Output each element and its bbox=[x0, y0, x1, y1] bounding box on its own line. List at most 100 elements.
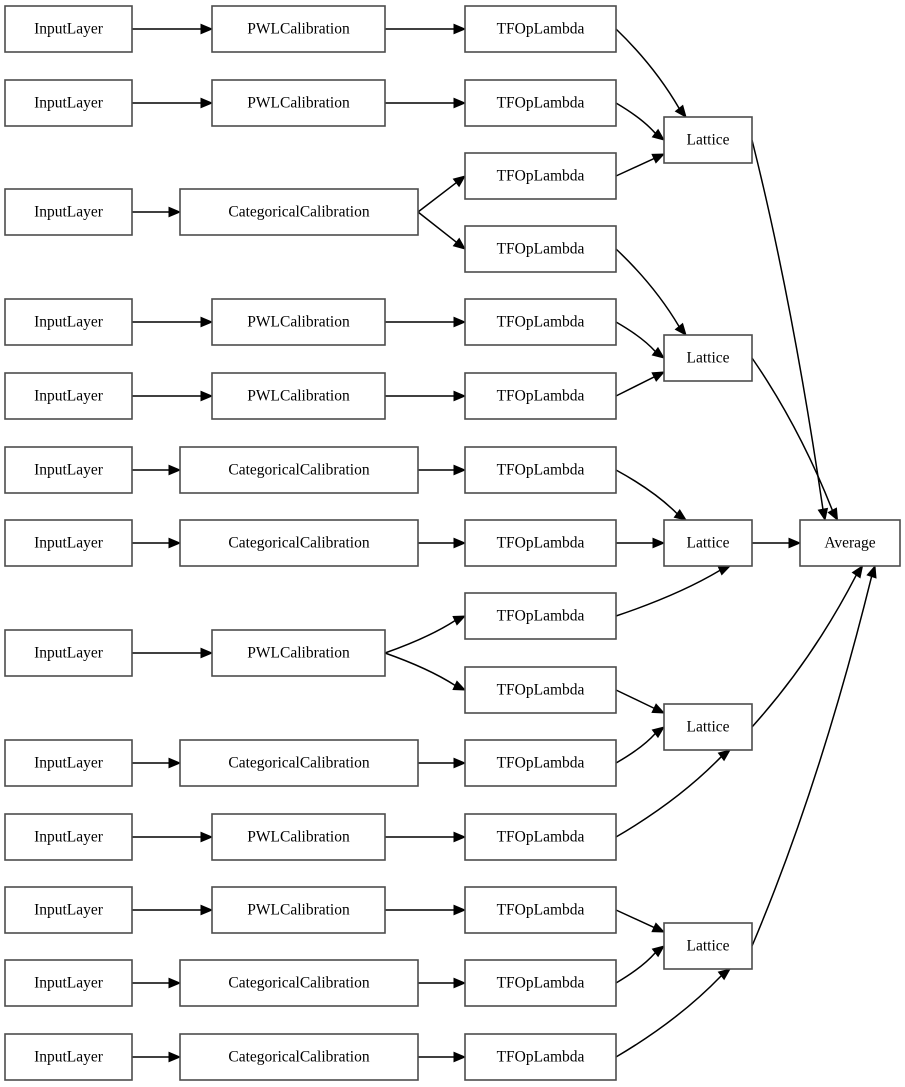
arrowhead-icon bbox=[827, 507, 839, 522]
arrowhead-icon bbox=[453, 390, 467, 402]
node-inputlayer[interactable]: InputLayer bbox=[4, 446, 133, 494]
edges-layer bbox=[132, 23, 877, 1063]
arrowhead-icon bbox=[452, 615, 467, 626]
arrowhead-icon bbox=[673, 508, 688, 521]
node-label: PWLCalibration bbox=[247, 21, 350, 38]
node-average[interactable]: Average bbox=[799, 519, 901, 567]
node-box bbox=[4, 813, 133, 861]
node-box bbox=[4, 446, 133, 494]
node-label: InputLayer bbox=[34, 1049, 104, 1066]
node-label: TFOpLambda bbox=[497, 1049, 585, 1066]
node-label: PWLCalibration bbox=[247, 314, 350, 331]
node-pwlcalibration[interactable]: PWLCalibration bbox=[211, 372, 386, 420]
node-tfoplambda[interactable]: TFOpLambda bbox=[464, 152, 617, 200]
node-categoricalcalibration[interactable]: CategoricalCalibration bbox=[179, 519, 419, 567]
node-inputlayer[interactable]: InputLayer bbox=[4, 629, 133, 677]
node-tfoplambda[interactable]: TFOpLambda bbox=[464, 1033, 617, 1081]
node-tfoplambda[interactable]: TFOpLambda bbox=[464, 739, 617, 787]
node-pwlcalibration[interactable]: PWLCalibration bbox=[211, 813, 386, 861]
node-box bbox=[4, 739, 133, 787]
node-lattice[interactable]: Lattice bbox=[663, 922, 753, 970]
node-tfoplambda[interactable]: TFOpLambda bbox=[464, 592, 617, 640]
edge-categoricalcalibration-to-tfoplambda bbox=[417, 182, 457, 213]
node-categoricalcalibration[interactable]: CategoricalCalibration bbox=[179, 1033, 419, 1081]
node-lattice[interactable]: Lattice bbox=[663, 703, 753, 751]
node-categoricalcalibration[interactable]: CategoricalCalibration bbox=[179, 739, 419, 787]
arrowhead-icon bbox=[200, 97, 214, 109]
node-box bbox=[4, 372, 133, 420]
arrowhead-icon bbox=[453, 977, 467, 989]
node-inputlayer[interactable]: InputLayer bbox=[4, 79, 133, 127]
node-label: CategoricalCalibration bbox=[228, 975, 369, 992]
edge-tfoplambda-to-lattice bbox=[615, 569, 721, 617]
node-tfoplambda[interactable]: TFOpLambda bbox=[464, 959, 617, 1007]
node-tfoplambda[interactable]: TFOpLambda bbox=[464, 813, 617, 861]
node-tfoplambda[interactable]: TFOpLambda bbox=[464, 519, 617, 567]
node-inputlayer[interactable]: InputLayer bbox=[4, 372, 133, 420]
node-lattice[interactable]: Lattice bbox=[663, 116, 753, 164]
node-box bbox=[179, 739, 419, 787]
arrowhead-icon bbox=[674, 104, 687, 119]
node-label: InputLayer bbox=[34, 95, 104, 112]
node-categoricalcalibration[interactable]: CategoricalCalibration bbox=[179, 446, 419, 494]
node-label: TFOpLambda bbox=[497, 535, 585, 552]
node-label: CategoricalCalibration bbox=[228, 1049, 369, 1066]
node-label: Lattice bbox=[686, 535, 729, 552]
node-inputlayer[interactable]: InputLayer bbox=[4, 886, 133, 934]
node-lattice[interactable]: Lattice bbox=[663, 519, 753, 567]
node-label: Lattice bbox=[686, 132, 729, 149]
arrowhead-icon bbox=[200, 904, 214, 916]
node-box bbox=[179, 446, 419, 494]
arrowhead-icon bbox=[651, 128, 666, 141]
node-label: InputLayer bbox=[34, 535, 104, 552]
arrowhead-icon bbox=[651, 726, 666, 739]
node-inputlayer[interactable]: InputLayer bbox=[4, 298, 133, 346]
node-label: CategoricalCalibration bbox=[228, 462, 369, 479]
node-label: TFOpLambda bbox=[497, 755, 585, 772]
node-inputlayer[interactable]: InputLayer bbox=[4, 1033, 133, 1081]
node-box bbox=[663, 703, 753, 751]
node-box bbox=[211, 372, 386, 420]
arrowhead-icon bbox=[168, 206, 182, 218]
node-inputlayer[interactable]: InputLayer bbox=[4, 959, 133, 1007]
node-tfoplambda[interactable]: TFOpLambda bbox=[464, 446, 617, 494]
node-tfoplambda[interactable]: TFOpLambda bbox=[464, 886, 617, 934]
node-inputlayer[interactable]: InputLayer bbox=[4, 188, 133, 236]
node-box bbox=[464, 152, 617, 200]
node-lattice[interactable]: Lattice bbox=[663, 334, 753, 382]
arrowhead-icon bbox=[200, 390, 214, 402]
node-tfoplambda[interactable]: TFOpLambda bbox=[464, 372, 617, 420]
node-box bbox=[799, 519, 901, 567]
node-pwlcalibration[interactable]: PWLCalibration bbox=[211, 886, 386, 934]
node-tfoplambda[interactable]: TFOpLambda bbox=[464, 298, 617, 346]
node-categoricalcalibration[interactable]: CategoricalCalibration bbox=[179, 959, 419, 1007]
node-tfoplambda[interactable]: TFOpLambda bbox=[464, 666, 617, 714]
arrowhead-icon bbox=[200, 647, 214, 659]
arrowhead-icon bbox=[453, 904, 467, 916]
node-inputlayer[interactable]: InputLayer bbox=[4, 5, 133, 53]
node-tfoplambda[interactable]: TFOpLambda bbox=[464, 79, 617, 127]
edge-tfoplambda-to-lattice bbox=[615, 756, 722, 838]
node-label: InputLayer bbox=[34, 21, 104, 38]
node-box bbox=[4, 629, 133, 677]
node-label: TFOpLambda bbox=[497, 241, 585, 258]
edge-tfoplambda-to-lattice bbox=[615, 975, 722, 1058]
node-inputlayer[interactable]: InputLayer bbox=[4, 739, 133, 787]
node-categoricalcalibration[interactable]: CategoricalCalibration bbox=[179, 188, 419, 236]
arrowhead-icon bbox=[168, 757, 182, 769]
node-tfoplambda[interactable]: TFOpLambda bbox=[464, 5, 617, 53]
node-label: CategoricalCalibration bbox=[228, 535, 369, 552]
edge-lattice-to-average bbox=[751, 357, 834, 511]
node-pwlcalibration[interactable]: PWLCalibration bbox=[211, 5, 386, 53]
arrowhead-icon bbox=[674, 322, 687, 337]
node-pwlcalibration[interactable]: PWLCalibration bbox=[211, 629, 386, 677]
node-box bbox=[464, 446, 617, 494]
node-pwlcalibration[interactable]: PWLCalibration bbox=[211, 79, 386, 127]
node-inputlayer[interactable]: InputLayer bbox=[4, 519, 133, 567]
node-label: TFOpLambda bbox=[497, 388, 585, 405]
node-inputlayer[interactable]: InputLayer bbox=[4, 813, 133, 861]
edge-tfoplambda-to-lattice bbox=[615, 102, 656, 134]
node-box bbox=[464, 959, 617, 1007]
node-pwlcalibration[interactable]: PWLCalibration bbox=[211, 298, 386, 346]
node-tfoplambda[interactable]: TFOpLambda bbox=[464, 225, 617, 273]
